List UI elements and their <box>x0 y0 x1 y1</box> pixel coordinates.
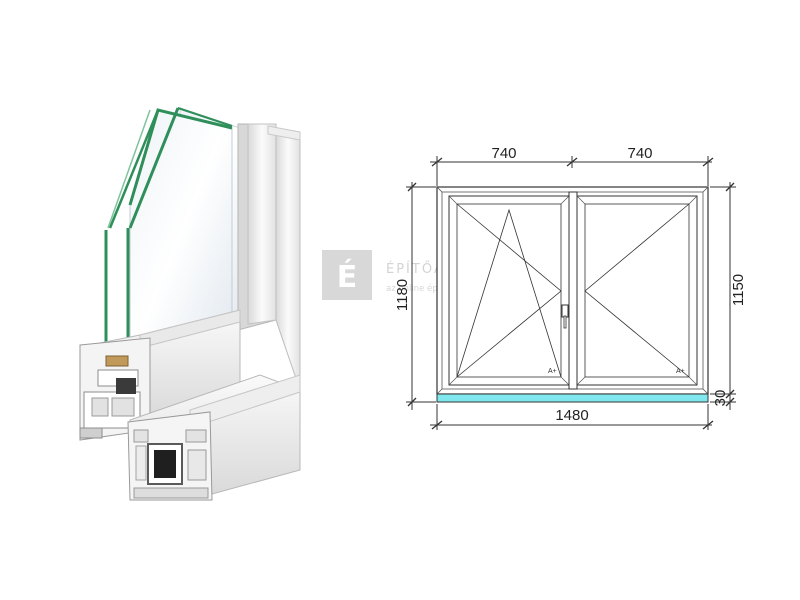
right-dimension: 1150 30 <box>710 182 747 410</box>
dim-right-window-height: 1150 <box>730 274 747 306</box>
mullion <box>568 191 578 390</box>
sash-handle <box>561 304 569 329</box>
right-sash-mark: A+ <box>676 368 685 375</box>
watermark-logo-box <box>322 250 372 300</box>
sash-profile <box>79 309 241 441</box>
window-technical-drawing: 740 740 1180 1150 30 <box>394 145 747 430</box>
dim-left-total-height: 1180 <box>394 279 411 311</box>
bottom-dimension: 1480 <box>430 404 714 430</box>
left-sash-mark: A+ <box>548 368 557 375</box>
vertical-frame-profile <box>237 123 301 391</box>
watermark-logo-letter: É <box>337 259 358 295</box>
dim-top-left-width: 740 <box>491 145 516 162</box>
dim-top-right-width: 740 <box>627 145 652 162</box>
dim-right-sill-height: 30 <box>712 390 729 407</box>
window-profile-illustration <box>79 107 301 501</box>
sill-profile <box>436 393 709 403</box>
top-dimension: 740 740 <box>430 145 714 186</box>
frame-profile <box>127 374 301 501</box>
dim-bottom-total-width: 1480 <box>555 407 588 424</box>
right-sash: A+ <box>576 195 698 386</box>
left-dimension: 1180 <box>394 182 436 410</box>
